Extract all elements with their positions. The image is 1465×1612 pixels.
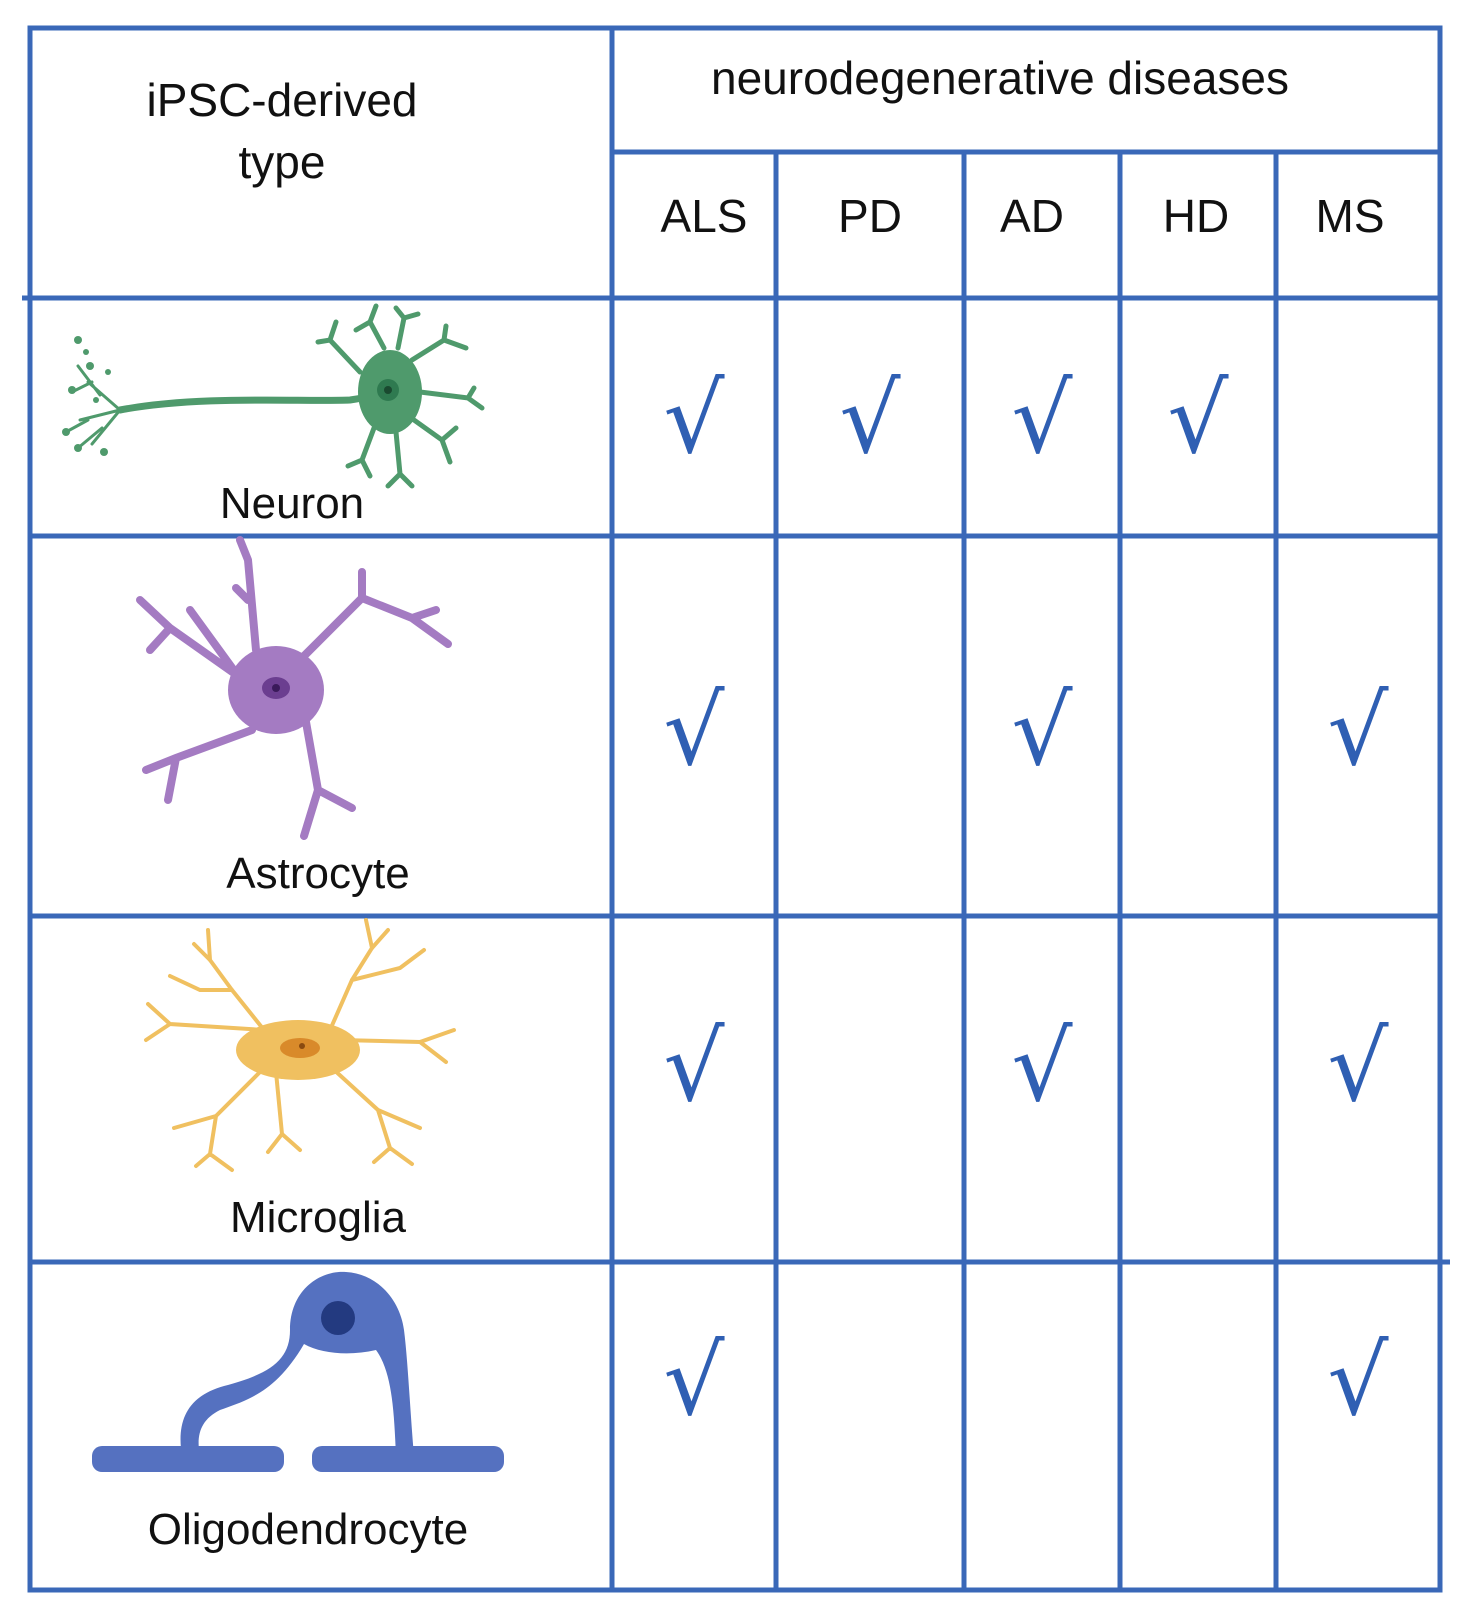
astrocyte-icon (136, 536, 452, 840)
check-mark-neuron-als: √ (663, 363, 725, 475)
check-marks: √ √ √ √ √ √ √ √ √ √ √ √ (663, 363, 1389, 1437)
disease-header-ms: MS (1316, 190, 1385, 242)
type-header-line2: type (239, 136, 326, 188)
cell-type-label-neuron: Neuron (220, 479, 364, 528)
disease-header-pd: PD (838, 190, 902, 242)
check-mark-neuron-hd: √ (1167, 363, 1229, 475)
check-mark-microglia-ad: √ (1011, 1011, 1073, 1123)
disease-header-ad: AD (1000, 190, 1064, 242)
check-mark-astrocyte-ms: √ (1327, 675, 1389, 787)
cell-type-label-astrocyte: Astrocyte (226, 849, 409, 898)
type-header-line1: iPSC-derived (147, 74, 418, 126)
table-border (27, 25, 1443, 1593)
check-mark-astrocyte-ad: √ (1011, 675, 1073, 787)
check-mark-oligodendrocyte-ms: √ (1327, 1325, 1389, 1437)
neuron-icon (62, 303, 485, 489)
disease-header-hd: HD (1163, 190, 1229, 242)
table-grid (22, 25, 1450, 1593)
microglia-icon (144, 918, 456, 1172)
check-mark-microglia-ms: √ (1327, 1011, 1389, 1123)
check-mark-oligodendrocyte-als: √ (663, 1325, 725, 1437)
check-mark-neuron-ad: √ (1011, 363, 1073, 475)
check-mark-neuron-pd: √ (839, 363, 901, 475)
check-mark-astrocyte-als: √ (663, 675, 725, 787)
cell-type-label-microglia: Microglia (230, 1193, 407, 1242)
oligodendrocyte-icon (92, 1271, 504, 1472)
cell-type-label-oligodendrocyte: Oligodendrocyte (148, 1505, 468, 1554)
diseases-group-header: neurodegenerative diseases (711, 52, 1289, 104)
check-mark-microglia-als: √ (663, 1011, 725, 1123)
disease-header-als: ALS (661, 190, 748, 242)
